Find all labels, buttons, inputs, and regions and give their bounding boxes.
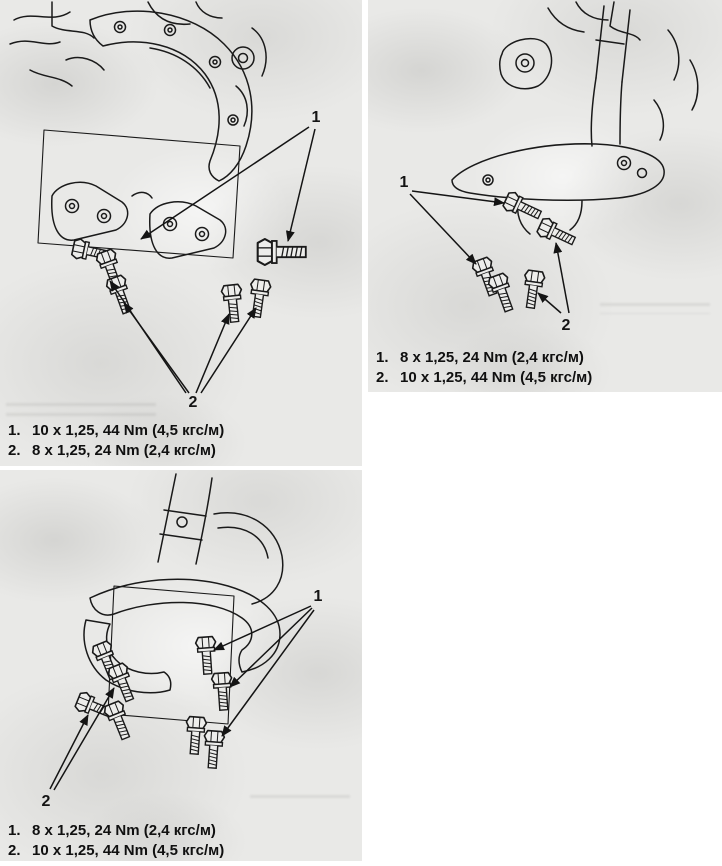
spec-text: 8 x 1,25, 24 Nm (2,4 кгс/м) <box>32 442 216 460</box>
bolt-icon <box>183 715 208 756</box>
spec-text: 10 x 1,25, 44 Nm (4,5 кгс/м) <box>32 842 225 860</box>
bolt-icon <box>194 635 219 676</box>
callout-number-2: 2 <box>562 317 571 334</box>
engine-line-art <box>451 1 699 235</box>
spec-number: 2. <box>376 369 389 387</box>
figure-engine-mount-top-right: 1 2 1. 8 x 1,25, 24 Nm (2,4 кгс/м) 2. 10… <box>368 0 722 392</box>
diagram-illustration-3: 1 2 <box>42 473 323 810</box>
callout-number-2: 2 <box>42 793 51 810</box>
bolt-icons <box>70 237 307 324</box>
bolt-icon <box>210 671 235 712</box>
torque-spec-line: 2. 10 x 1,25, 44 Nm (4,5 кгс/м) <box>8 841 356 861</box>
spec-text: 10 x 1,25, 44 Nm (4,5 кгс/м) <box>32 422 225 439</box>
torque-spec-line: 2. 10 x 1,25, 44 Nm (4,5 кгс/м) <box>376 368 716 388</box>
bolt-icon <box>220 283 246 324</box>
torque-spec-line: 1. 8 x 1,25, 24 Nm (2,4 кгс/м) <box>8 821 356 841</box>
spec-number: 2. <box>8 842 21 860</box>
torque-spec-line: 2. 8 x 1,25, 24 Nm (2,4 кгс/м) <box>8 441 356 461</box>
spec-number: 1. <box>8 822 21 839</box>
callout-arrows <box>49 605 315 791</box>
figure-caption: 1. 8 x 1,25, 24 Nm (2,4 кгс/м) 2. 10 x 1… <box>0 818 362 866</box>
bolt-icon <box>245 277 273 319</box>
diagram-illustration-2: 1 2 <box>400 1 699 334</box>
diagram-illustration-1: 1 2 <box>9 1 321 411</box>
bolt-icon <box>101 699 136 743</box>
bolt-icon <box>201 729 226 770</box>
bolt-icon <box>104 273 138 317</box>
callout-arrows <box>109 126 316 394</box>
figure-caption: 1. 10 x 1,25, 44 Nm (4,5 кгс/м) 2. 8 x 1… <box>0 418 362 466</box>
bolt-icons <box>470 189 579 315</box>
spec-number: 1. <box>376 349 389 366</box>
spec-number: 2. <box>8 442 21 460</box>
torque-spec-line: 1. 8 x 1,25, 24 Nm (2,4 кгс/м) <box>376 348 716 368</box>
figure-engine-mount-top-left: 1 2 1. 10 x 1,25, 44 Nm (4,5 кгс/м) 2. 8… <box>0 0 362 466</box>
spec-number: 1. <box>8 422 21 439</box>
spec-text: 8 x 1,25, 24 Nm (2,4 кгс/м) <box>400 349 584 366</box>
bolt-icon-large <box>256 237 307 267</box>
engine-line-art <box>9 1 267 259</box>
callout-number-1: 1 <box>400 174 409 191</box>
bolt-icons <box>73 635 235 770</box>
callout-number-1: 1 <box>314 588 323 605</box>
spec-text: 10 x 1,25, 44 Nm (4,5 кгс/м) <box>400 369 593 387</box>
spec-text: 8 x 1,25, 24 Nm (2,4 кгс/м) <box>32 822 216 839</box>
callout-number-2: 2 <box>189 394 198 411</box>
engine-line-art <box>83 473 284 725</box>
bolt-icon <box>519 268 547 310</box>
figure-caption: 1. 8 x 1,25, 24 Nm (2,4 кгс/м) 2. 10 x 1… <box>368 345 722 393</box>
callout-arrows <box>409 190 570 314</box>
callout-number-1: 1 <box>312 109 321 126</box>
figure-engine-mount-bottom-left: 1 2 1. 8 x 1,25, 24 Nm (2,4 кгс/м) 2. 10… <box>0 470 362 861</box>
torque-spec-line: 1. 10 x 1,25, 44 Nm (4,5 кгс/м) <box>8 421 356 441</box>
bolt-icon <box>501 189 545 225</box>
